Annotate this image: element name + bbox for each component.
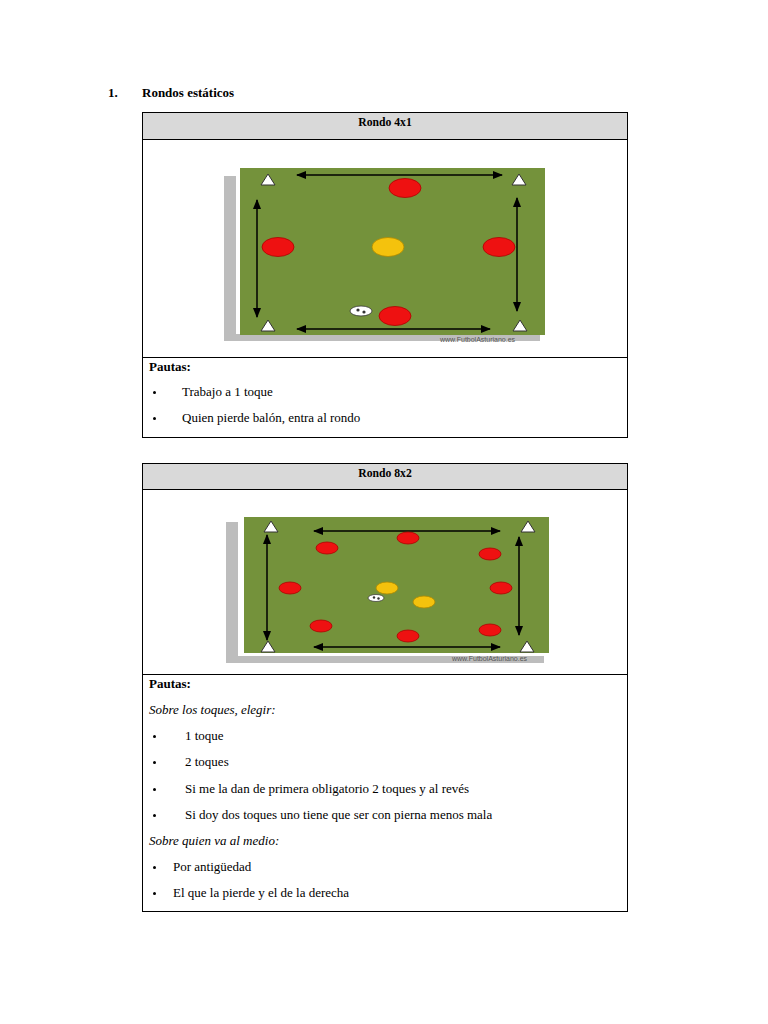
bullet: [153, 391, 156, 394]
guideline-text: Si doy dos toques uno tiene que ser con …: [185, 807, 492, 823]
field-4x1: [224, 168, 545, 341]
watermark: www.FutbolAsturiano.es: [452, 654, 527, 663]
guidelines-cell: Pautas: Sobre los toques, elegir: 1 toque 2…: [143, 674, 627, 911]
table-header: Rondo 4x1: [143, 113, 627, 140]
table-heading: Rondo 4x1: [143, 115, 627, 131]
bullet: [153, 761, 156, 764]
guideline-text: Pautas:: [149, 359, 191, 375]
field-8x2: [226, 517, 549, 663]
bullet: [153, 735, 156, 738]
table-heading: Rondo 8x2: [143, 466, 627, 482]
guideline-text: Quien pierde balón, entra al rondo: [182, 410, 360, 426]
bullet: [153, 866, 156, 869]
ball: [368, 595, 384, 602]
bullet: [153, 892, 156, 895]
guideline-text: Trabajo a 1 toque: [182, 384, 273, 400]
guideline-text: Por antigüedad: [173, 859, 251, 875]
guideline-text: 1 toque: [185, 728, 224, 744]
list-number: 1.: [108, 85, 118, 101]
section-title: Rondos estáticos: [142, 85, 234, 101]
guideline-text: Si me la dan de primera obligatorio 2 to…: [185, 781, 469, 797]
guideline-text: Pautas:: [149, 676, 191, 692]
table-header: Rondo 8x2: [143, 464, 627, 490]
bullet: [153, 417, 156, 420]
guidelines-cell: Pautas: Trabajo a 1 toqueQuien pierde bal…: [143, 357, 627, 437]
ball: [350, 306, 372, 316]
bullet: [153, 788, 156, 791]
guideline-text: El que la pierde y el de la derecha: [173, 885, 349, 901]
guideline-text: Sobre quien va al medio:: [149, 833, 279, 849]
guideline-text: 2 toques: [185, 754, 229, 770]
bullet: [153, 814, 156, 817]
guideline-text: Sobre los toques, elegir:: [149, 702, 276, 718]
watermark: www.FutbolAsturiano.es: [440, 335, 515, 344]
